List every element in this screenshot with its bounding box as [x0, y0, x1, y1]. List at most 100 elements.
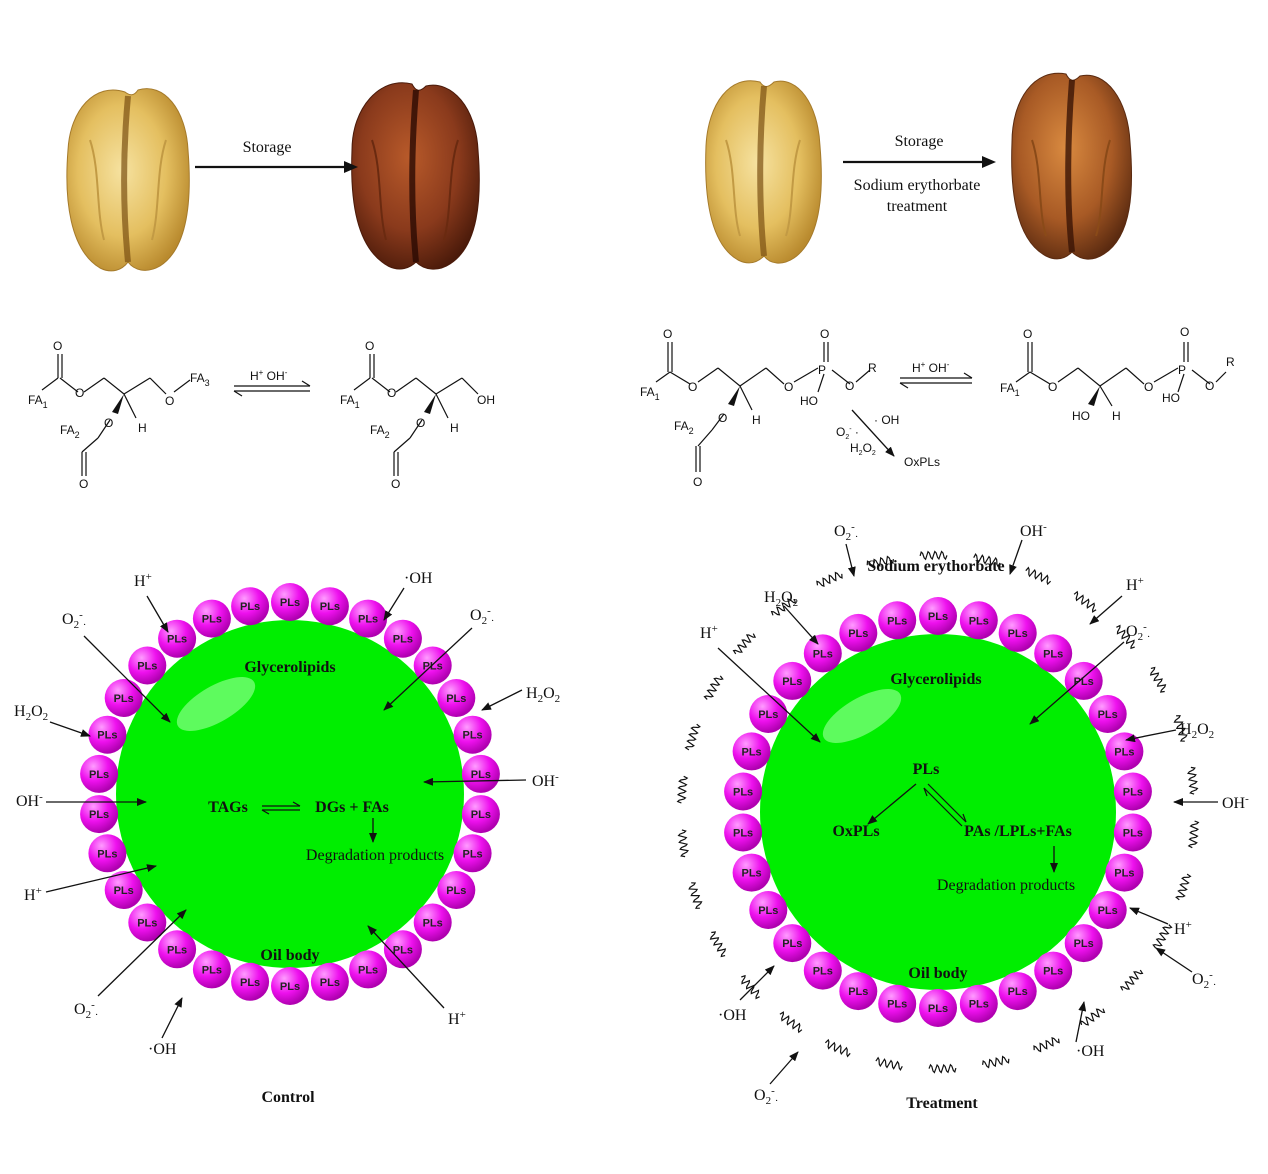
erythorbate-wave [741, 974, 760, 1000]
svg-text:O: O [693, 475, 702, 489]
control-lbl-h2o2-r: H2O2 [526, 685, 560, 705]
svg-text:O: O [688, 380, 697, 394]
treat-lbl-h2o2-tl: H2O2 [764, 589, 798, 609]
pl-bead [349, 599, 388, 638]
treat-lbl-oh-bl: ·OH [718, 1007, 747, 1024]
storage-label-control: Storage [243, 139, 292, 156]
lpl-structure: O FA1 O O P O O R HO HO H [1000, 325, 1235, 423]
svg-text:R: R [868, 361, 877, 375]
erythorbate-wave [732, 633, 757, 655]
equilibrium-treatment: H+ OH- [899, 360, 973, 389]
pl-bead [724, 813, 763, 852]
svg-text:H: H [450, 421, 459, 435]
pl-bead-label: PLs [446, 885, 466, 897]
treat-arrow-o2-br [1155, 947, 1193, 973]
treat-lbl-oh-b: ·OH [1076, 1043, 1105, 1060]
pl-bead [158, 930, 197, 969]
pl-bead-label: PLs [1098, 905, 1118, 917]
erythorbate-wave [770, 598, 797, 616]
pl-bead [1113, 772, 1152, 811]
pl-bead [192, 950, 231, 989]
control-arrow-o2-tr [383, 627, 473, 711]
control-lbl-o2-bl: O2-· [74, 999, 98, 1021]
treat-lbl-h-tr: H+ [1126, 575, 1144, 594]
control-arrow-oh-b [161, 997, 183, 1039]
treat-lbl-ohminus-r: OH- [1222, 793, 1249, 812]
pl-bead-label: PLs [758, 709, 778, 721]
erythorbate-wave [875, 1056, 903, 1071]
pl-bead [310, 587, 349, 626]
tag-structure: O FA1 O O FA3 O H FA2 O [28, 339, 210, 491]
pl-bead [383, 930, 422, 969]
pl-bead-label: PLs [97, 848, 117, 860]
svg-text:HO: HO [1072, 409, 1090, 423]
pl-bead-label: PLs [97, 730, 117, 742]
erythorbate-wave [1073, 590, 1097, 613]
erythorbate-wave [824, 1038, 851, 1058]
pl-bead-label: PLs [969, 615, 989, 627]
erythorbate-wave [703, 675, 724, 700]
pl-bead [128, 646, 167, 685]
control-arrow-o2-tl [83, 635, 171, 723]
pl-bead [310, 962, 349, 1001]
pl-bead [271, 583, 309, 621]
svg-text:O: O [718, 411, 727, 425]
svg-text:H2O2: H2O2 [850, 441, 876, 457]
control-lbl-h-br: H+ [448, 1009, 466, 1028]
treatment-label-line1: Sodium erythorbate [854, 177, 981, 194]
treat-arrow-h-br [1129, 907, 1169, 925]
pl-bead-label: PLs [1043, 966, 1063, 978]
svg-text:FA1: FA1 [340, 393, 360, 410]
svg-text:FA2: FA2 [370, 423, 390, 440]
control-lbl-ohminus-r: OH- [532, 771, 559, 790]
pl-bead-label: PLs [137, 918, 157, 930]
pl-bead [1064, 661, 1103, 700]
svg-text:O2- ·: O2- · [836, 425, 859, 441]
erythorbate-wave [709, 931, 727, 958]
erythorbate-wave [1187, 820, 1200, 849]
erythorbate-wave [1175, 873, 1192, 901]
pl-bead [803, 951, 842, 990]
pl-bead [231, 962, 270, 1001]
erythorbate-wave [1187, 766, 1199, 795]
pls-to-oxpls-arrow [867, 783, 917, 825]
svg-text:O: O [104, 416, 113, 430]
svg-text:H+ OH-: H+ OH- [912, 360, 950, 375]
svg-text:O: O [784, 380, 793, 394]
pl-bead [1064, 924, 1103, 963]
pl-bead [453, 715, 492, 754]
fa3-label: FA3 [190, 371, 210, 388]
pl-bead [959, 984, 998, 1023]
pl-bead [383, 619, 422, 658]
pl-bead [839, 613, 878, 652]
control-tags: TAGs [208, 799, 248, 816]
control-degradation: Degradation products [306, 847, 444, 864]
pl-bead-label: PLs [463, 730, 483, 742]
svg-text:O: O [663, 327, 672, 341]
control-lbl-h-l: H+ [24, 885, 42, 904]
pl-bead [1113, 813, 1152, 852]
svg-text:O: O [53, 339, 62, 353]
erythorbate-wave [1025, 566, 1052, 586]
pl-bead-label: PLs [848, 628, 868, 640]
pl-bead-label: PLs [114, 885, 134, 897]
treatment-oxpls: OxPLs [832, 823, 879, 840]
control-arrow-ohminus-r [423, 777, 527, 786]
svg-text:O: O [365, 339, 374, 353]
erythorbate-wave [919, 550, 948, 561]
pl-bead [959, 601, 998, 640]
treat-lbl-o2-top: O2-· [834, 521, 858, 543]
pl-bead [749, 891, 788, 929]
pl-bead-label: PLs [89, 769, 109, 781]
control-arrow-h-l [45, 864, 157, 893]
treat-lbl-h-l: H+ [700, 623, 718, 642]
svg-text:O: O [165, 394, 174, 408]
pl-bead-label: PLs [733, 828, 753, 840]
svg-text:O: O [391, 477, 400, 491]
erythorbate-wave [676, 775, 689, 804]
pl-bead-label: PLs [1074, 938, 1094, 950]
pl-bead [271, 967, 309, 1005]
pl-structure: O FA1 O O P O O R HO O H FA2 O [640, 327, 877, 489]
pl-bead-label: PLs [240, 601, 260, 613]
